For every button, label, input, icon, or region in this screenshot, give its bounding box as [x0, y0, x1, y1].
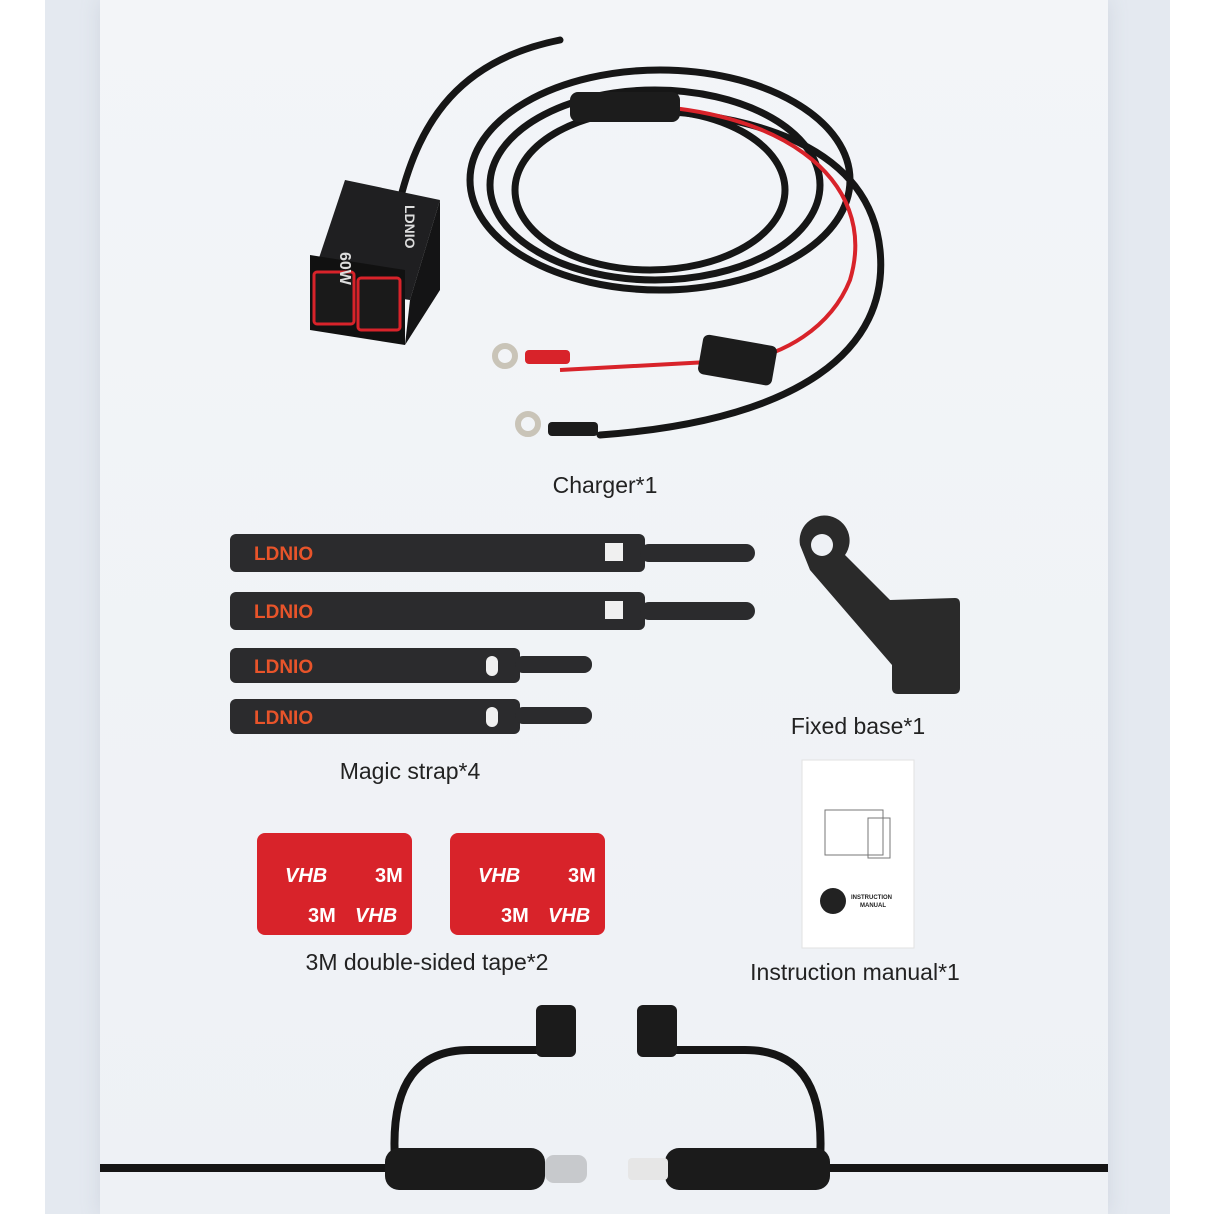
- svg-text:VHB: VHB: [285, 865, 327, 887]
- ring-terminal-red: [492, 343, 570, 369]
- fuse-holder: [698, 334, 777, 386]
- charger-power-label: 60W: [336, 252, 353, 286]
- charger-body: 60W LDNIO: [310, 180, 440, 345]
- magic-strap: LDNIO: [230, 534, 755, 572]
- 3m-tape: VHB 3M 3M VHB: [450, 833, 605, 935]
- inline-connector: [570, 92, 680, 122]
- svg-text:VHB: VHB: [548, 905, 590, 927]
- charger-label: Charger*1: [552, 472, 658, 498]
- svg-text:3M: 3M: [308, 905, 336, 927]
- svg-text:3M: 3M: [501, 905, 529, 927]
- lightning-connector: [665, 1148, 830, 1190]
- 3m-tape: VHB 3M 3M VHB: [257, 833, 412, 935]
- fixed-base: [799, 515, 960, 694]
- instruction-manual: INSTRUCTION MANUAL: [801, 759, 915, 949]
- svg-text:LDNIO: LDNIO: [254, 602, 313, 623]
- magic-strap: LDNIO: [230, 592, 755, 630]
- manual-label: Instruction manual*1: [750, 959, 960, 985]
- usb-c-connector: [385, 1148, 545, 1190]
- magic-strap: LDNIO: [230, 699, 592, 734]
- svg-text:MANUAL: MANUAL: [860, 903, 886, 909]
- lightning-cap: [637, 1005, 677, 1057]
- fixed-base-label: Fixed base*1: [790, 713, 926, 739]
- svg-text:INSTRUCTION: INSTRUCTION: [851, 895, 892, 901]
- magic-strap-label: Magic strap*4: [339, 758, 481, 784]
- ring-terminal-black: [515, 411, 598, 437]
- svg-text:3M: 3M: [375, 865, 403, 887]
- red-wire: [559, 102, 858, 372]
- svg-text:LDNIO: LDNIO: [254, 657, 313, 678]
- magic-strap: LDNIO: [230, 648, 592, 683]
- svg-text:VHB: VHB: [478, 865, 520, 887]
- svg-text:VHB: VHB: [355, 905, 397, 927]
- svg-text:LDNIO: LDNIO: [254, 544, 313, 565]
- tape-label: 3M double-sided tape*2: [305, 949, 549, 975]
- svg-text:3M: 3M: [568, 865, 596, 887]
- usb-c-cap: [536, 1005, 576, 1057]
- usb-cable: [100, 1046, 1108, 1172]
- svg-text:LDNIO: LDNIO: [254, 708, 313, 729]
- charger-brand-label: LDNIO: [402, 205, 418, 249]
